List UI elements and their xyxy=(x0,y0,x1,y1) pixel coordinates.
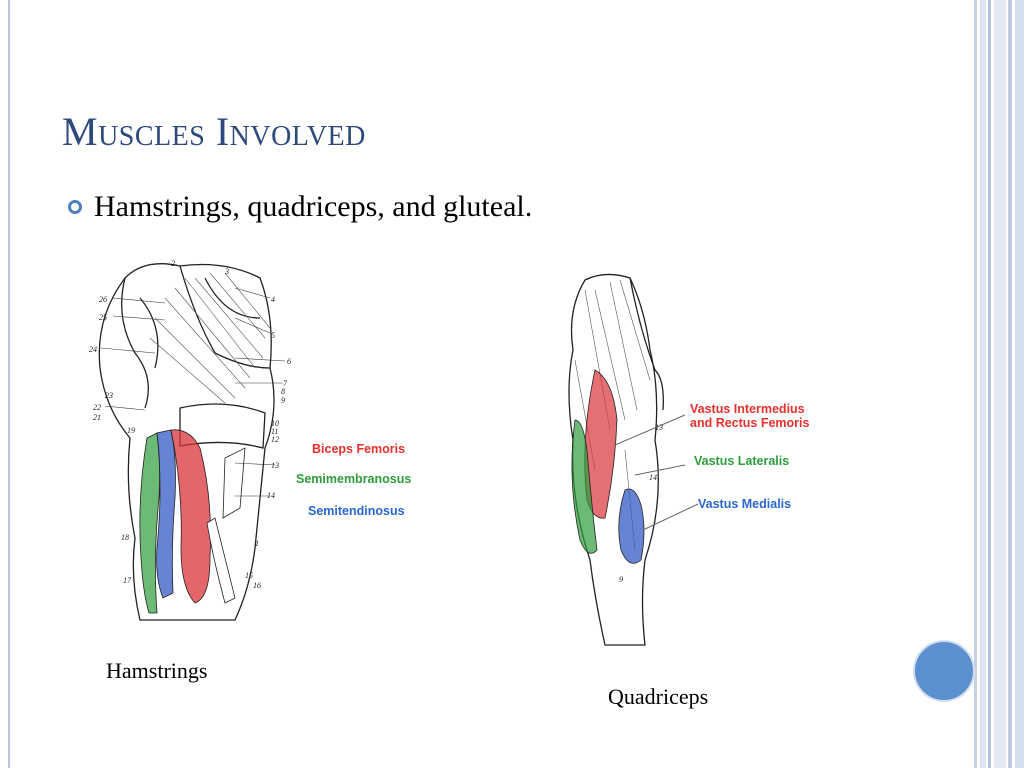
quad-number-9: 9 xyxy=(619,575,623,584)
label-rectus-femoris: and Rectus Femoris xyxy=(690,416,810,430)
svg-text:8: 8 xyxy=(281,387,285,396)
label-biceps-femoris: Biceps Femoris xyxy=(312,442,406,456)
svg-text:15: 15 xyxy=(245,571,253,580)
svg-text:11: 11 xyxy=(271,427,278,436)
hamstrings-caption: Hamstrings xyxy=(106,658,208,683)
svg-text:23: 23 xyxy=(105,391,113,400)
bullet-text: Hamstrings, quadriceps, and gluteal. xyxy=(94,190,533,223)
svg-text:7: 7 xyxy=(283,379,288,388)
slide-nav-circle[interactable] xyxy=(913,640,975,702)
svg-text:3: 3 xyxy=(224,267,229,276)
svg-text:22: 22 xyxy=(93,403,101,412)
svg-text:17: 17 xyxy=(123,576,132,585)
bullet-item: Hamstrings, quadriceps, and gluteal. xyxy=(68,190,532,224)
slide-frame-left-line xyxy=(8,0,10,768)
svg-text:4: 4 xyxy=(271,295,275,304)
svg-text:9: 9 xyxy=(281,396,285,405)
label-vastus-lateralis: Vastus Lateralis xyxy=(694,454,790,468)
label-vastus-medialis: Vastus Medialis xyxy=(698,497,792,511)
svg-text:25: 25 xyxy=(99,313,107,322)
svg-text:5: 5 xyxy=(271,331,275,340)
vastus-lateralis-muscle xyxy=(571,419,598,554)
svg-text:13: 13 xyxy=(271,461,279,470)
label-vastus-intermedius: Vastus Intermedius xyxy=(690,402,805,416)
quadriceps-illustration: 13 14 9 xyxy=(568,273,699,646)
svg-text:1: 1 xyxy=(255,539,259,548)
svg-text:12: 12 xyxy=(271,435,279,444)
slide-frame-right-stripes xyxy=(974,0,1024,768)
quadriceps-caption: Quadriceps xyxy=(608,684,709,709)
svg-text:18: 18 xyxy=(121,533,129,542)
svg-text:19: 19 xyxy=(127,426,135,435)
label-semitendinosus: Semitendinosus xyxy=(308,504,405,518)
svg-text:6: 6 xyxy=(287,357,291,366)
quad-number-14: 14 xyxy=(649,473,657,482)
ring-bullet-icon xyxy=(68,200,82,214)
vastus-medialis-muscle xyxy=(618,488,645,564)
svg-text:10: 10 xyxy=(271,419,279,428)
quad-number-13: 13 xyxy=(655,423,663,432)
slide-title: Muscles Involved xyxy=(62,109,366,154)
svg-text:21: 21 xyxy=(93,413,101,422)
svg-text:2: 2 xyxy=(171,259,175,268)
svg-text:24: 24 xyxy=(89,345,97,354)
label-semimembranosus: Semimembranosus xyxy=(296,472,412,486)
semitendinosus-muscle xyxy=(156,429,176,599)
svg-text:14: 14 xyxy=(267,491,275,500)
biceps-femoris-muscle xyxy=(170,429,211,604)
svg-text:26: 26 xyxy=(99,295,107,304)
svg-text:16: 16 xyxy=(253,581,261,590)
